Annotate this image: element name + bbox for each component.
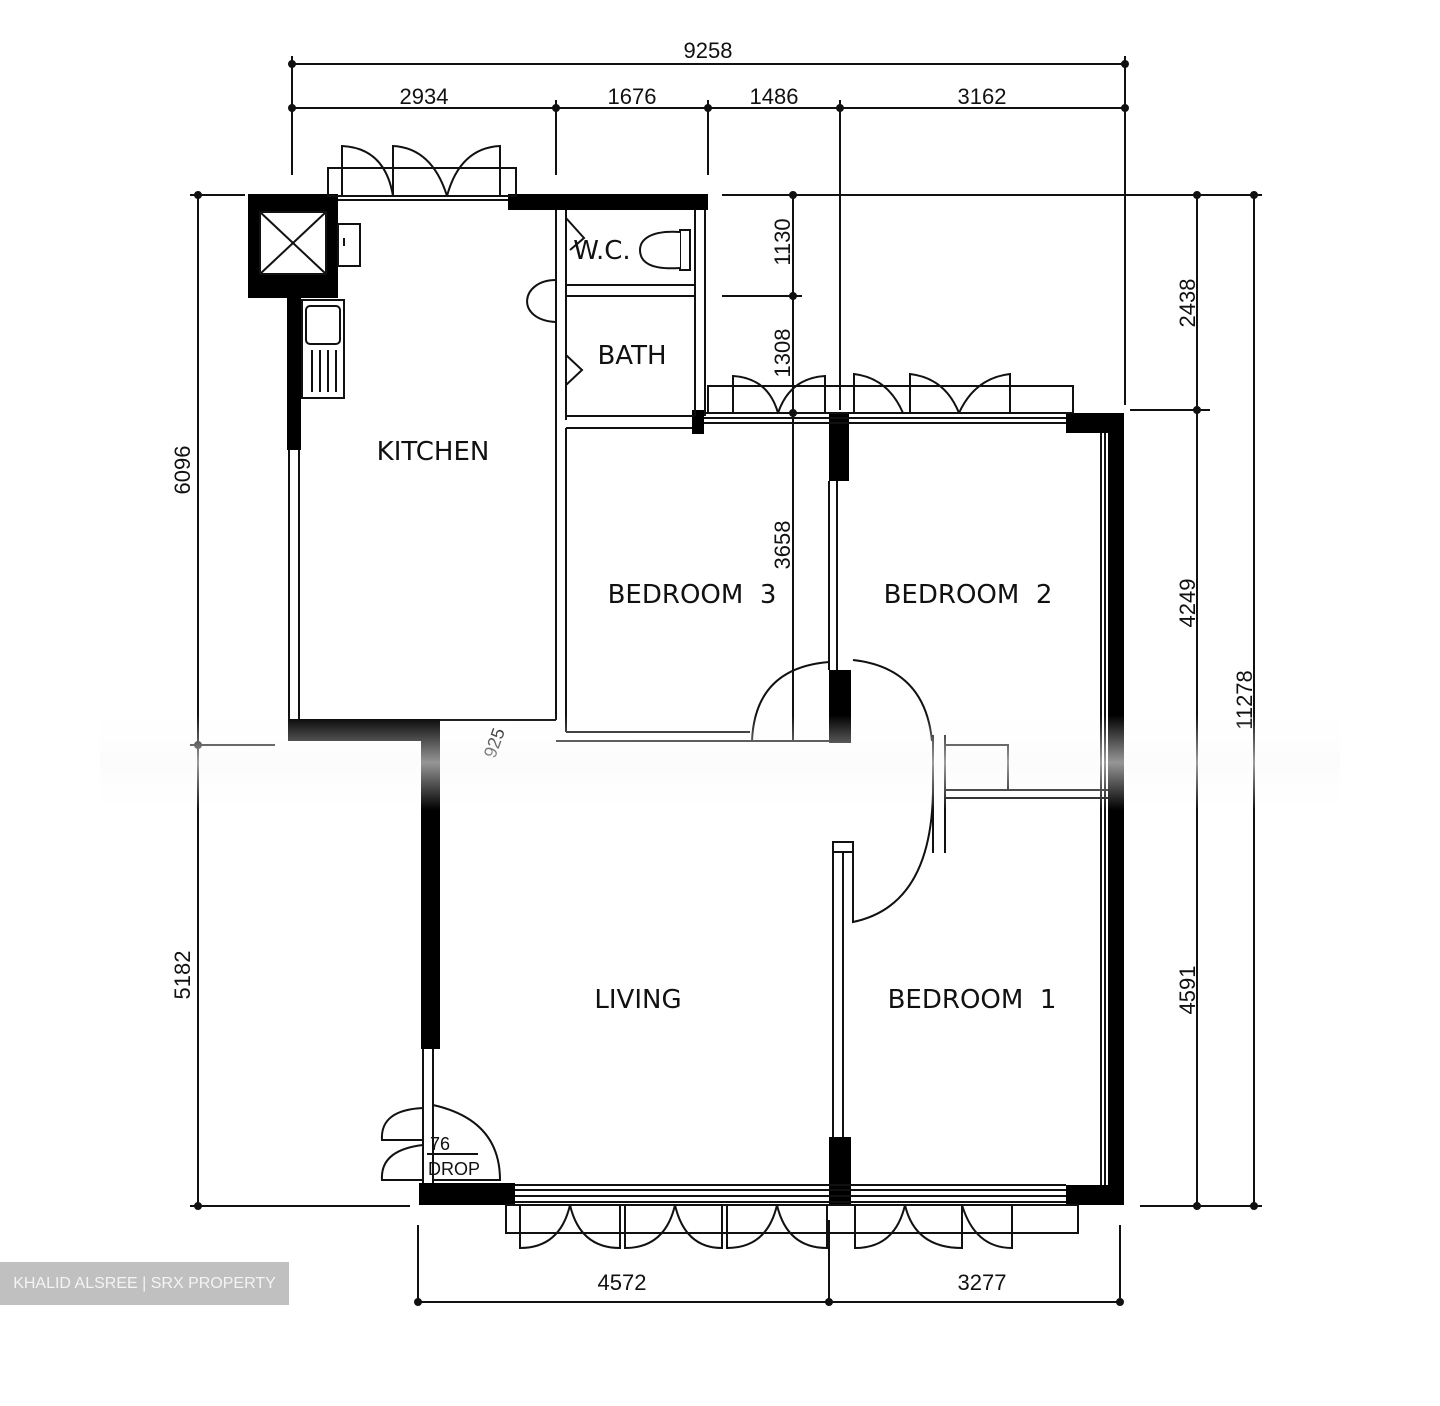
structural-walls — [248, 194, 1124, 1205]
drop-value: 76 — [430, 1134, 450, 1154]
dim-top-3: 1486 — [750, 84, 799, 109]
dim-right-2: 4249 — [1175, 579, 1200, 628]
partition-walls — [288, 195, 1108, 1203]
watermark: KHALID ALSREE | SRX PROPERTY — [0, 1262, 289, 1305]
toilet-icon — [638, 229, 691, 271]
stove-icon — [337, 223, 361, 267]
room-label-bedroom-3: BEDROOM 3 — [608, 580, 777, 610]
dim-top-1: 2934 — [400, 84, 449, 109]
dim-inner-3: 3658 — [770, 521, 795, 570]
room-label-wc: W.C. — [573, 236, 630, 266]
dim-right-total: 11278 — [1232, 670, 1257, 730]
dimension-lines — [190, 56, 1262, 1306]
dim-top-2: 1676 — [608, 84, 657, 109]
dim-right-1: 2438 — [1175, 279, 1200, 328]
room-label-living: LIVING — [594, 985, 681, 1015]
room-label-bedroom-1: BEDROOM 1 — [888, 985, 1057, 1015]
dim-left-1: 6096 — [170, 446, 195, 495]
dim-inner-2: 1308 — [770, 329, 795, 378]
room-label-bedroom-2: BEDROOM 2 — [884, 580, 1053, 610]
dim-left-2: 5182 — [170, 951, 195, 1000]
dim-bottom-2: 3277 — [958, 1270, 1007, 1295]
dim-top-total: 9258 — [684, 38, 733, 63]
room-label-kitchen: KITCHEN — [377, 437, 490, 467]
dim-inner-1: 1130 — [770, 218, 795, 265]
drop-label: DROP — [428, 1159, 480, 1179]
dim-right-3: 4591 — [1175, 966, 1200, 1015]
step-mark: 925 — [480, 725, 509, 760]
room-label-bath: BATH — [597, 341, 666, 371]
dim-top-4: 3162 — [958, 84, 1007, 109]
doors-wc-bath — [526, 217, 586, 386]
windows — [327, 144, 1079, 1250]
refuse-chute-icon — [259, 211, 327, 275]
kitchen-fixtures — [301, 223, 361, 399]
dim-bottom-1: 4572 — [598, 1270, 647, 1295]
